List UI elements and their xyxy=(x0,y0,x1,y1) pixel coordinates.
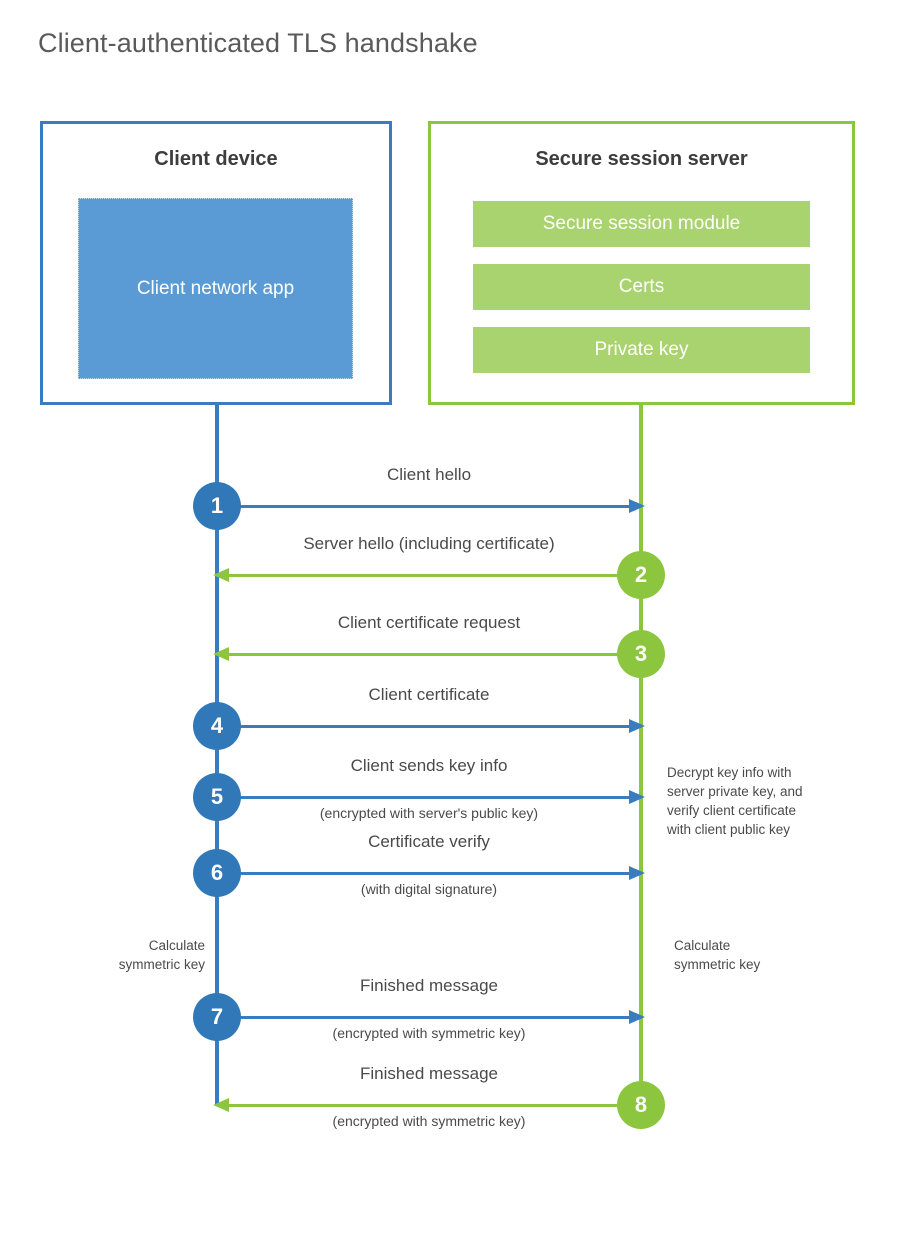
step-circle-6: 6 xyxy=(193,849,241,897)
step-circle-1: 1 xyxy=(193,482,241,530)
arrow-left-icon xyxy=(213,568,229,582)
decrypt-note-line-1: Decrypt key info with xyxy=(667,765,792,780)
message-line-6 xyxy=(217,872,641,875)
message-line-2 xyxy=(217,574,641,577)
decrypt-note-line-3: verify client certificate xyxy=(667,803,797,819)
arrow-right-icon xyxy=(629,866,645,880)
message-label-2: Server hello (including certificate) xyxy=(303,534,555,553)
secure-session-server-title: Secure session server xyxy=(535,148,748,170)
decrypt-note-line-2: server private key, and xyxy=(667,784,803,800)
client-device-box: Client device Client network app xyxy=(40,121,392,405)
arrow-right-icon xyxy=(629,719,645,733)
calc-right-line-1: Calculate xyxy=(674,938,731,953)
message-label-6: Certificate verify xyxy=(368,832,490,851)
message-line-5 xyxy=(217,796,641,799)
arrow-right-icon xyxy=(629,499,645,513)
client-network-app-block: Client network app xyxy=(78,198,353,379)
step-circle-8: 8 xyxy=(617,1081,665,1129)
message-label-8: Finished message xyxy=(360,1064,498,1083)
message-label-7: Finished message xyxy=(360,976,498,995)
calc-right-line-2: symmetric key xyxy=(674,957,761,973)
message-label-5: Client sends key info xyxy=(350,756,508,775)
step-circle-5: 5 xyxy=(193,773,241,821)
calc-left-line-1: Calculate xyxy=(148,938,205,953)
message-line-1 xyxy=(217,505,641,508)
arrow-right-icon xyxy=(629,790,645,804)
message-label-4: Client certificate xyxy=(368,685,490,704)
client-lifeline xyxy=(215,405,219,1106)
message-label-1: Client hello xyxy=(386,465,472,484)
server-component-certs: Certs xyxy=(473,264,810,310)
message-line-3 xyxy=(217,653,641,656)
arrow-left-icon xyxy=(213,1098,229,1112)
decrypt-key-info-note: Decrypt key info with server private key… xyxy=(667,763,857,840)
server-lifeline xyxy=(639,405,643,1106)
calc-left-line-2: symmetric key xyxy=(118,957,205,973)
message-sublabel-6: (with digital signature) xyxy=(360,881,498,897)
server-component-private-key: Private key xyxy=(473,327,810,373)
step-circle-7: 7 xyxy=(193,993,241,1041)
secure-session-server-box: Secure session server Secure session mod… xyxy=(428,121,855,405)
step-circle-3: 3 xyxy=(617,630,665,678)
message-line-4 xyxy=(217,725,641,728)
client-device-title: Client device xyxy=(154,148,278,170)
calculate-symmetric-key-client-note: Calculate symmetric key xyxy=(55,936,205,974)
step-circle-4: 4 xyxy=(193,702,241,750)
server-component-secure-session-module: Secure session module xyxy=(473,201,810,247)
message-sublabel-8: (encrypted with symmetric key) xyxy=(332,1113,526,1129)
message-sublabel-7: (encrypted with symmetric key) xyxy=(332,1025,526,1041)
decrypt-note-line-4: with client public key xyxy=(667,822,791,838)
arrow-right-icon xyxy=(629,1010,645,1024)
message-line-7 xyxy=(217,1016,641,1019)
calculate-symmetric-key-server-note: Calculate symmetric key xyxy=(674,936,844,974)
step-circle-2: 2 xyxy=(617,551,665,599)
message-sublabel-5: (encrypted with server's public key) xyxy=(319,805,539,821)
page-title: Client-authenticated TLS handshake xyxy=(38,28,478,58)
message-label-3: Client certificate request xyxy=(337,613,521,632)
arrow-left-icon xyxy=(213,647,229,661)
message-line-8 xyxy=(217,1104,641,1107)
